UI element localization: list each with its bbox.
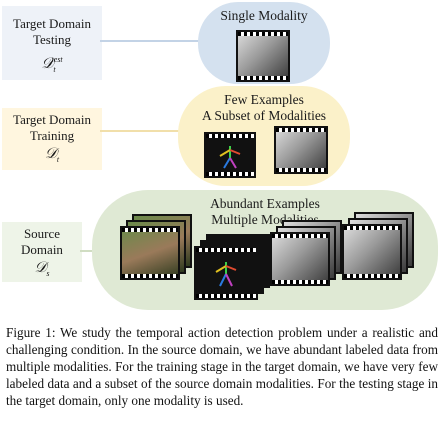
source-video-frame-depth-front [270,232,330,286]
training-bubble-title-line1: Few Examples [224,92,304,107]
source-bubble-title-line1: Abundant Examples [210,196,320,211]
testing-arrow [100,40,202,42]
testing-symbol-sup: test [51,55,63,64]
training-bubble: Few Examples A Subset of Modalities [178,86,350,186]
film-sprocket-top [272,234,328,238]
source-video-frame-skeleton-front [194,246,258,300]
source-label-box: Source Domain 𝒟s [2,222,82,282]
film-sprocket-bottom [276,168,326,172]
source-symbol: 𝒟 [34,260,47,276]
testing-label-line1: Target Domain [13,16,91,31]
testing-video-frame [236,30,290,82]
source-label-line2: Domain [21,242,63,257]
training-symbol: 𝒟 [44,146,57,162]
film-sprocket-bottom [206,172,254,176]
film-sprocket-top [276,128,326,132]
training-domain-symbol: 𝒟t [2,146,102,168]
testing-symbol-sub: t [53,65,56,74]
source-bubble: Abundant Examples Multiple Modalities [92,190,438,310]
testing-label-box: Target Domain Testing 𝒟ttest [2,6,102,80]
training-arrow [100,130,182,132]
training-bubble-title-line2: A Subset of Modalities [201,108,327,123]
source-label-line1: Source [23,226,61,241]
testing-bubble: Single Modality [198,2,330,84]
testing-label-line2: Testing [32,32,72,47]
testing-domain-symbol: 𝒟ttest [2,52,102,78]
figure-caption: Figure 1: We study the temporal action d… [6,325,438,408]
film-sprocket-top [122,228,178,232]
training-label-line2: Training [29,128,75,143]
film-sprocket-top [238,32,288,36]
film-sprocket-bottom [272,280,328,284]
source-arrow [80,250,96,252]
training-video-frame-infrared [274,126,328,174]
testing-symbol: 𝒟 [41,56,54,72]
film-sprocket-top [206,134,254,138]
film-sprocket-bottom [344,274,400,278]
film-sprocket-top [344,226,400,230]
source-video-frame-infrared-front [342,224,402,280]
source-domain-symbol: 𝒟s [2,260,82,282]
film-sprocket-bottom [196,294,256,298]
film-sprocket-top [196,248,256,252]
film-sprocket-bottom [238,76,288,80]
training-label-line1: Target Domain [13,112,91,127]
source-symbol-sub: s [46,269,50,278]
skeleton-figure-icon [219,146,241,169]
training-label-box: Target Domain Training 𝒟t [2,108,102,170]
film-sprocket-bottom [122,274,178,278]
training-video-frame-skeleton [204,132,256,178]
training-symbol-sub: t [56,155,60,164]
skeleton-figure-icon [215,262,237,287]
source-video-frame-rgb-front [120,226,180,280]
testing-bubble-title: Single Modality [220,8,308,23]
